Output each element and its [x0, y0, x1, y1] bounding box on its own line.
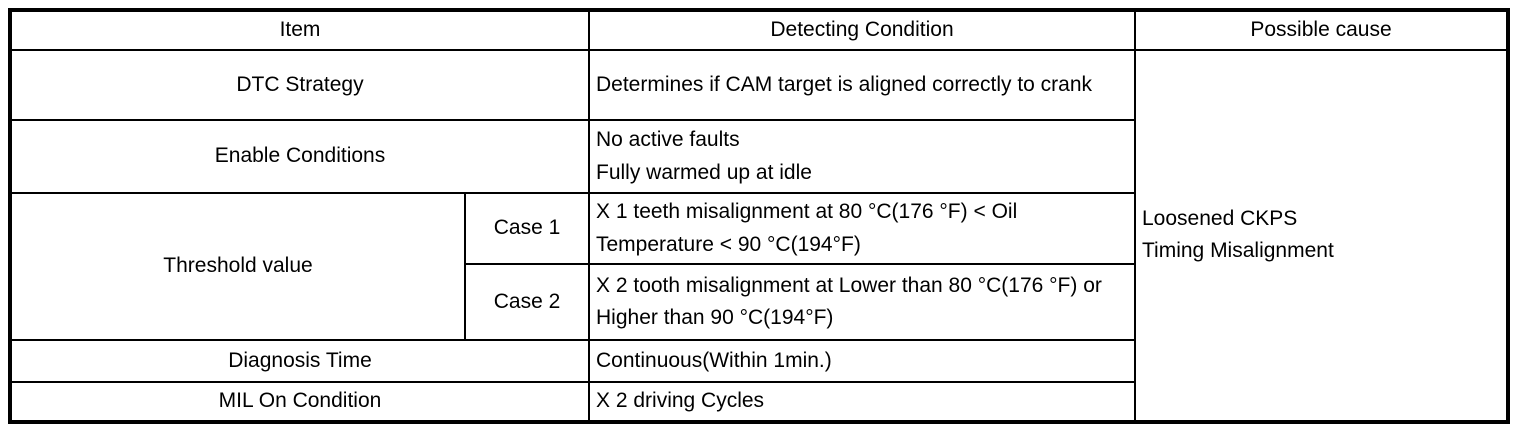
- enable-conditions-condition: No active faults Fully warmed up at idle: [588, 119, 1136, 194]
- column-header-item: Item: [9, 9, 590, 51]
- threshold-case-1-condition: X 1 teeth misalignment at 80 °C(176 °F) …: [588, 191, 1136, 266]
- table-row-dtc-strategy: DTC Strategy Determines if CAM target is…: [9, 49, 1509, 423]
- table-row-threshold-case-2: Case 2 X 2 tooth misalignment at Lower t…: [10, 263, 1508, 342]
- diagnosis-time-condition: Continuous(Within 1min.): [588, 339, 1136, 384]
- threshold-value-label: Threshold value: [9, 191, 466, 342]
- table-row-threshold-case-1: Threshold value Case 1 X 1 teeth misalig…: [9, 191, 1508, 342]
- threshold-case-2-label: Case 2: [464, 263, 590, 342]
- threshold-case-2-condition: X 2 tooth misalignment at Lower than 80 …: [588, 263, 1136, 342]
- dtc-detecting-condition-table: Item Detecting Condition Possible cause …: [8, 8, 1510, 424]
- column-header-detecting-condition: Detecting Condition: [588, 9, 1136, 51]
- possible-cause-value: Loosened CKPS Timing Misalignment: [1134, 49, 1509, 423]
- enable-conditions-label: Enable Conditions: [9, 119, 590, 194]
- mil-on-condition-condition: X 2 driving Cycles: [588, 381, 1136, 423]
- table-header-row: Item Detecting Condition Possible cause: [9, 9, 1509, 51]
- table-row-diagnosis-time: Diagnosis Time Continuous(Within 1min.): [9, 339, 1508, 384]
- dtc-strategy-label: DTC Strategy: [9, 49, 590, 121]
- column-header-possible-cause: Possible cause: [1134, 9, 1509, 51]
- table-row-enable-conditions: Enable Conditions No active faults Fully…: [9, 119, 1508, 194]
- mil-on-condition-label: MIL On Condition: [9, 381, 590, 423]
- dtc-strategy-condition: Determines if CAM target is aligned corr…: [588, 49, 1136, 121]
- threshold-case-1-label: Case 1: [464, 191, 590, 266]
- diagnosis-time-label: Diagnosis Time: [9, 339, 590, 384]
- table-row-mil-on-condition: MIL On Condition X 2 driving Cycles: [9, 381, 1508, 423]
